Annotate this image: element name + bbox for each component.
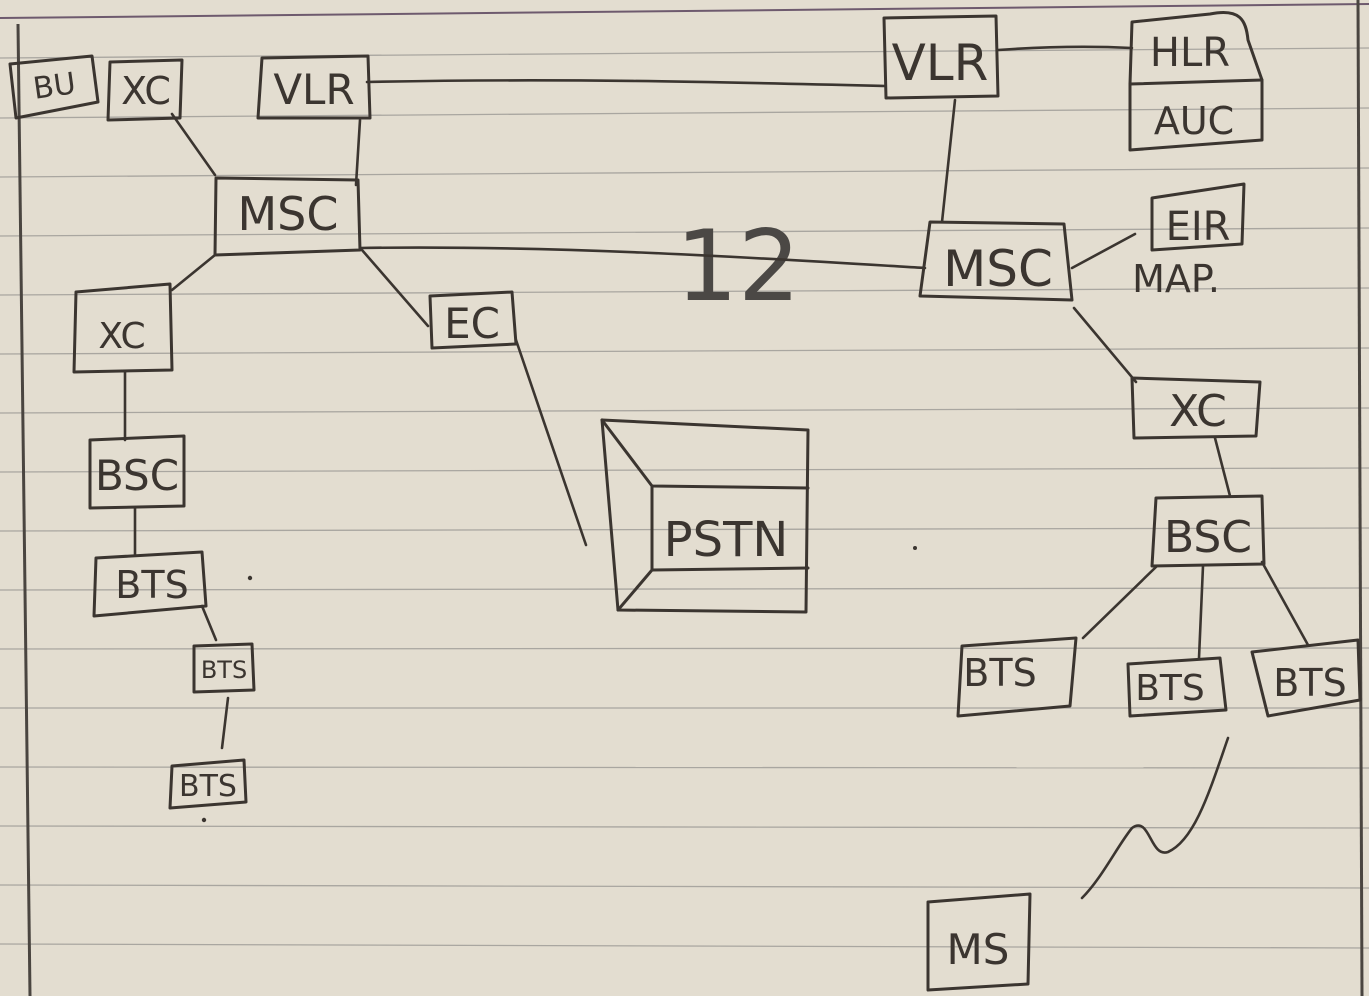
node-xc-top-left-label: XC — [121, 69, 171, 113]
node-xc-top-left: XC — [106, 58, 184, 122]
node-bsc-right-label: BSC — [1164, 512, 1252, 563]
page-number: 12 — [676, 210, 801, 324]
node-bts-right-1: BTS — [956, 636, 1078, 718]
node-xc-left-label: XC — [98, 316, 145, 357]
node-xc-right: XC — [1130, 376, 1262, 440]
node-bsc-left: BSC — [88, 434, 186, 510]
vlr-right-to-hlr-link — [996, 45, 1134, 52]
node-bts-right-2-label: BTS — [1135, 668, 1205, 709]
node-ec: EC — [428, 290, 518, 350]
node-pstn-label: PSTN — [664, 512, 789, 568]
right-margin-line — [1356, 0, 1364, 996]
node-ms-label: MS — [947, 925, 1010, 974]
node-bts-right-3-label: BTS — [1273, 661, 1346, 705]
node-bts-right-3: BTS — [1250, 638, 1362, 718]
node-bts-left-3: BTS — [168, 758, 248, 810]
node-bu: BU — [8, 54, 100, 120]
node-ms: MS — [926, 892, 1032, 992]
node-msc-right-label: MSC — [943, 240, 1053, 298]
node-bsc-left-label: BSC — [95, 451, 179, 500]
node-eir: EIR MAP. — [1132, 182, 1246, 301]
node-vlr-right-label: VLR — [892, 34, 989, 92]
connections — [123, 45, 1310, 900]
bsc-right-to-bts-right-3-link — [1260, 560, 1310, 647]
vlr-left-to-msc-left-link — [354, 118, 362, 187]
ec-to-pstn-link — [514, 338, 588, 547]
node-bu-label: BU — [31, 66, 78, 107]
node-bsc-right: BSC — [1150, 494, 1266, 568]
msc-left-to-xc-left-link — [170, 253, 217, 292]
node-hlr-label: HLR — [1150, 30, 1230, 76]
node-msc-left: MSC — [213, 176, 362, 257]
vlr-left-to-vlr-right-link — [365, 79, 887, 88]
msc-right-to-xc-right-link — [1072, 306, 1138, 384]
bts-left-1-to-bts-left-2-link — [200, 604, 218, 642]
node-vlr-left: VLR — [256, 54, 372, 120]
node-msc-right: MSC — [918, 220, 1074, 302]
node-hlr-auc: HLR AUC — [1128, 11, 1264, 152]
node-bts-left-1: BTS — [92, 550, 208, 618]
msc-left-to-msc-right-link — [358, 246, 927, 270]
node-eir-label: EIR — [1166, 204, 1231, 250]
bsc-right-to-bts-right-1-link — [1081, 564, 1159, 640]
node-pstn: PSTN — [600, 418, 810, 614]
stray-dots — [201, 546, 917, 823]
xc-top-left-to-msc-left-link — [170, 112, 217, 177]
left-margin-line — [16, 23, 32, 996]
node-xc-right-label: XC — [1169, 386, 1227, 437]
bsc-right-to-bts-right-2-link — [1197, 564, 1205, 660]
eir-to-msc-right-link — [1070, 232, 1137, 270]
node-vlr-left-label: VLR — [273, 65, 354, 114]
node-bts-left-3-label: BTS — [179, 769, 237, 804]
node-map-label: MAP. — [1132, 257, 1220, 301]
node-msc-left-label: MSC — [237, 187, 338, 241]
node-vlr-right: VLR — [882, 14, 1000, 100]
node-xc-left: XC — [72, 282, 174, 374]
node-ec-label: EC — [444, 299, 500, 348]
node-bts-left-2-label: BTS — [201, 656, 247, 684]
xc-right-to-bsc-right-link — [1213, 436, 1232, 498]
header-line — [0, 3, 1369, 19]
node-auc-label: AUC — [1154, 99, 1234, 143]
node-bts-right-2: BTS — [1126, 656, 1228, 718]
vlr-right-to-msc-right-link — [940, 98, 957, 224]
node-bts-left-2: BTS — [192, 642, 256, 694]
radio-link-to-ms — [1080, 736, 1230, 900]
ruled-lines — [0, 47, 1369, 949]
node-bts-left-1-label: BTS — [115, 563, 188, 607]
bts-left-2-to-bts-left-3-link — [220, 696, 230, 750]
node-bts-right-1-label: BTS — [963, 651, 1036, 695]
msc-left-to-ec-link — [360, 248, 430, 328]
